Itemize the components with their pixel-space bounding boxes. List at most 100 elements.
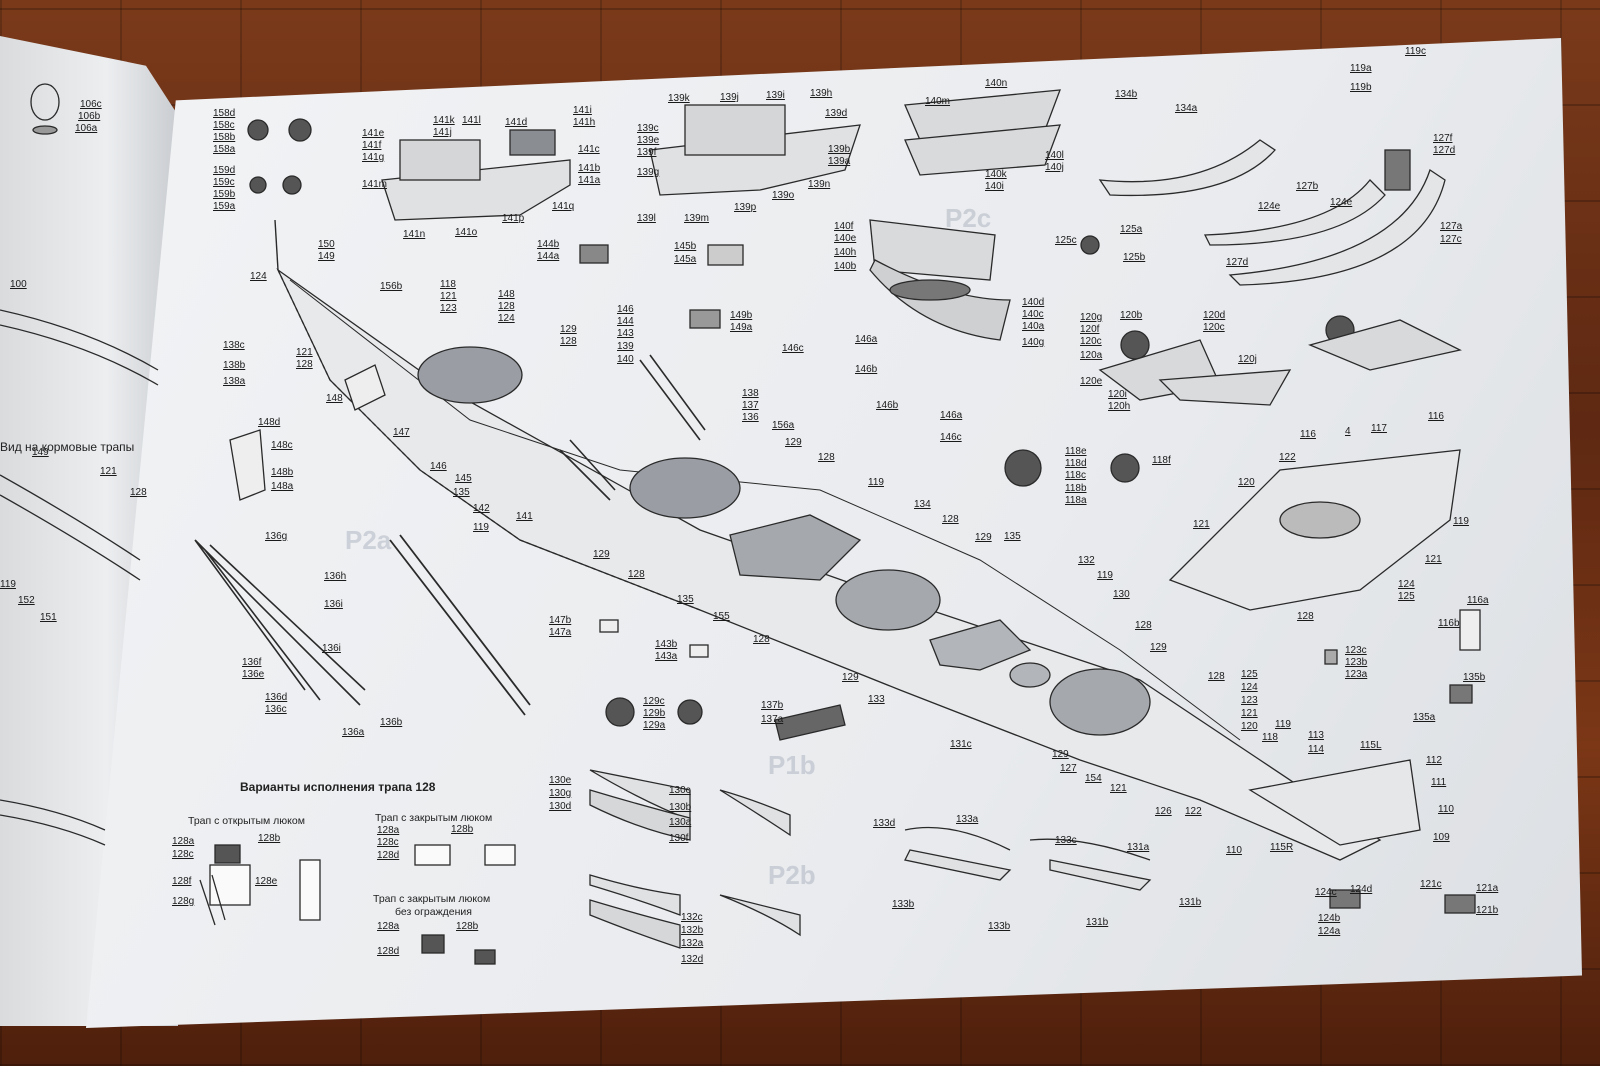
part-label-l139f: 139f (637, 147, 657, 158)
part-label-l146c2: 146c (940, 432, 962, 443)
open-hatch-caption: Трап с открытым люком (188, 815, 305, 827)
part-label-l139: 139 (617, 341, 634, 352)
part-label-l128j: 128 (1208, 671, 1225, 682)
part-label-l112: 112 (1426, 755, 1442, 766)
part-label-l139i: 139i (766, 90, 785, 101)
part-label-l136b: 136b (380, 717, 403, 728)
part-label-l150: 150 (318, 239, 335, 250)
part-label-l155: 155 (713, 611, 730, 622)
part-label-l140i: 140i (985, 181, 1004, 192)
part-label-l143a: 143a (655, 651, 678, 662)
part-label-l136f: 136f (242, 657, 262, 668)
part-label-l132a: 132a (681, 938, 704, 949)
part-label-l122: 122 (1279, 452, 1296, 463)
part-label-l106c: 106c (80, 99, 102, 110)
part-label-l139c: 139c (637, 123, 659, 134)
part-label-l128h: 128 (753, 634, 770, 645)
part-label-l125r: 125 (1398, 591, 1415, 602)
part-label-v128a: 128a (172, 836, 195, 847)
part-label-l113: 113 (1308, 730, 1324, 741)
part-label-l133: 133 (868, 694, 885, 705)
part-label-l119c: 119c (1405, 46, 1426, 57)
part-label-l117: 117 (1371, 423, 1387, 434)
part-label-l139k: 139k (668, 93, 690, 104)
part-label-l128c: 128 (296, 359, 313, 370)
part-label-l137b: 137b (761, 700, 784, 711)
part-label-l141q: 141q (552, 201, 575, 212)
no-rail-caption-2: без ограждения (395, 906, 472, 918)
part-label-x128a: 128a (377, 921, 400, 932)
part-label-w128a: 128a (377, 825, 400, 836)
part-label-l149: 149 (318, 251, 335, 262)
part-label-l145: 145 (455, 473, 472, 484)
part-label-l140l: 140l (1045, 150, 1064, 161)
part-label-l119b: 119b (1350, 82, 1372, 93)
part-label-l152: 152 (18, 595, 35, 606)
part-label-l119k: 119 (1275, 719, 1291, 730)
part-label-l120: 120 (1238, 477, 1255, 488)
part-label-l127d: 127d (1433, 145, 1456, 156)
part-label-l129c2: 129c (643, 696, 665, 707)
part-label-l144: 144 (617, 316, 634, 327)
part-label-l156b: 156b (380, 281, 403, 292)
part-label-l159a: 159a (213, 201, 236, 212)
boat-140-lower (869, 219, 996, 281)
part-label-l121a: 121 (100, 466, 117, 477)
part-label-l129b2: 129b (643, 708, 666, 719)
part-label-l140j: 140j (1045, 162, 1064, 173)
part-label-l146b: 146b (855, 364, 878, 375)
part-label-l132d: 132d (681, 954, 704, 965)
part-label-w128b: 128b (451, 824, 474, 835)
no-rail-caption-1: Трап с закрытым люком (373, 893, 491, 905)
ghost-code-p2c: P2c (945, 203, 992, 233)
part-label-l135b: 135 (1004, 531, 1021, 542)
part-label-l141p: 141p (502, 213, 525, 224)
part-label-l119e: 119 (868, 477, 884, 488)
part-label-l146a: 146a (855, 334, 878, 345)
part-label-l123: 123 (440, 303, 457, 314)
part-label-l106a: 106a (75, 123, 98, 134)
part-label-l121j: 121 (1241, 708, 1258, 719)
part-label-l120i: 120i (1108, 389, 1127, 400)
part-label-l118a: 118a (1065, 495, 1087, 506)
part-label-l138: 138 (742, 388, 759, 399)
part-label-l116b: 116b (1438, 618, 1460, 629)
part-label-l133b: 133b (892, 899, 915, 910)
part-label-l158c: 158c (213, 120, 235, 131)
part-label-l146c: 146c (782, 343, 804, 354)
part-label-l4: 4 (1345, 426, 1351, 437)
part-label-v128e: 128e (255, 876, 278, 887)
part-label-l130: 130 (1113, 589, 1130, 600)
part-label-l139n: 139n (808, 179, 831, 190)
part-label-l120e: 120e (1080, 376, 1103, 387)
part-label-l100: 100 (10, 279, 27, 290)
part-label-l141g: 141g (362, 152, 385, 163)
part-label-l120g: 120g (1080, 312, 1103, 323)
part-label-l137: 137 (742, 400, 759, 411)
part-label-l120j: 120j (1238, 354, 1257, 365)
part-label-l130f: 130f (669, 833, 689, 844)
part-label-l140b: 140b (834, 261, 857, 272)
part-label-l124: 124 (250, 271, 267, 282)
part-label-l131a: 131a (1127, 842, 1150, 853)
part-label-l145a: 145a (674, 254, 697, 265)
part-label-l149a: 149 (32, 447, 49, 458)
part-label-l128i: 128 (1135, 620, 1152, 631)
part-label-l141f: 141f (362, 140, 382, 151)
part-label-l139p: 139p (734, 202, 757, 213)
part-label-l140a: 140a (1022, 321, 1045, 332)
part-label-l121: 121 (440, 291, 457, 302)
part-label-l121b3: 121b (1476, 905, 1499, 916)
part-label-l139d: 139d (825, 108, 848, 119)
part-label-l129g: 129 (1052, 749, 1069, 760)
part-label-l126: 126 (1155, 806, 1172, 817)
part-label-l148d: 148d (258, 417, 281, 428)
part-label-l121c: 121c (1420, 879, 1442, 890)
part-label-l141d: 141d (505, 117, 528, 128)
part-label-l110b: 110 (1226, 845, 1242, 856)
part-label-l140c: 140c (1022, 309, 1044, 320)
part-label-l135b2: 135b (1463, 672, 1486, 683)
part-label-l127f: 127f (1433, 133, 1453, 144)
part-label-l116a: 116a (1467, 595, 1489, 606)
